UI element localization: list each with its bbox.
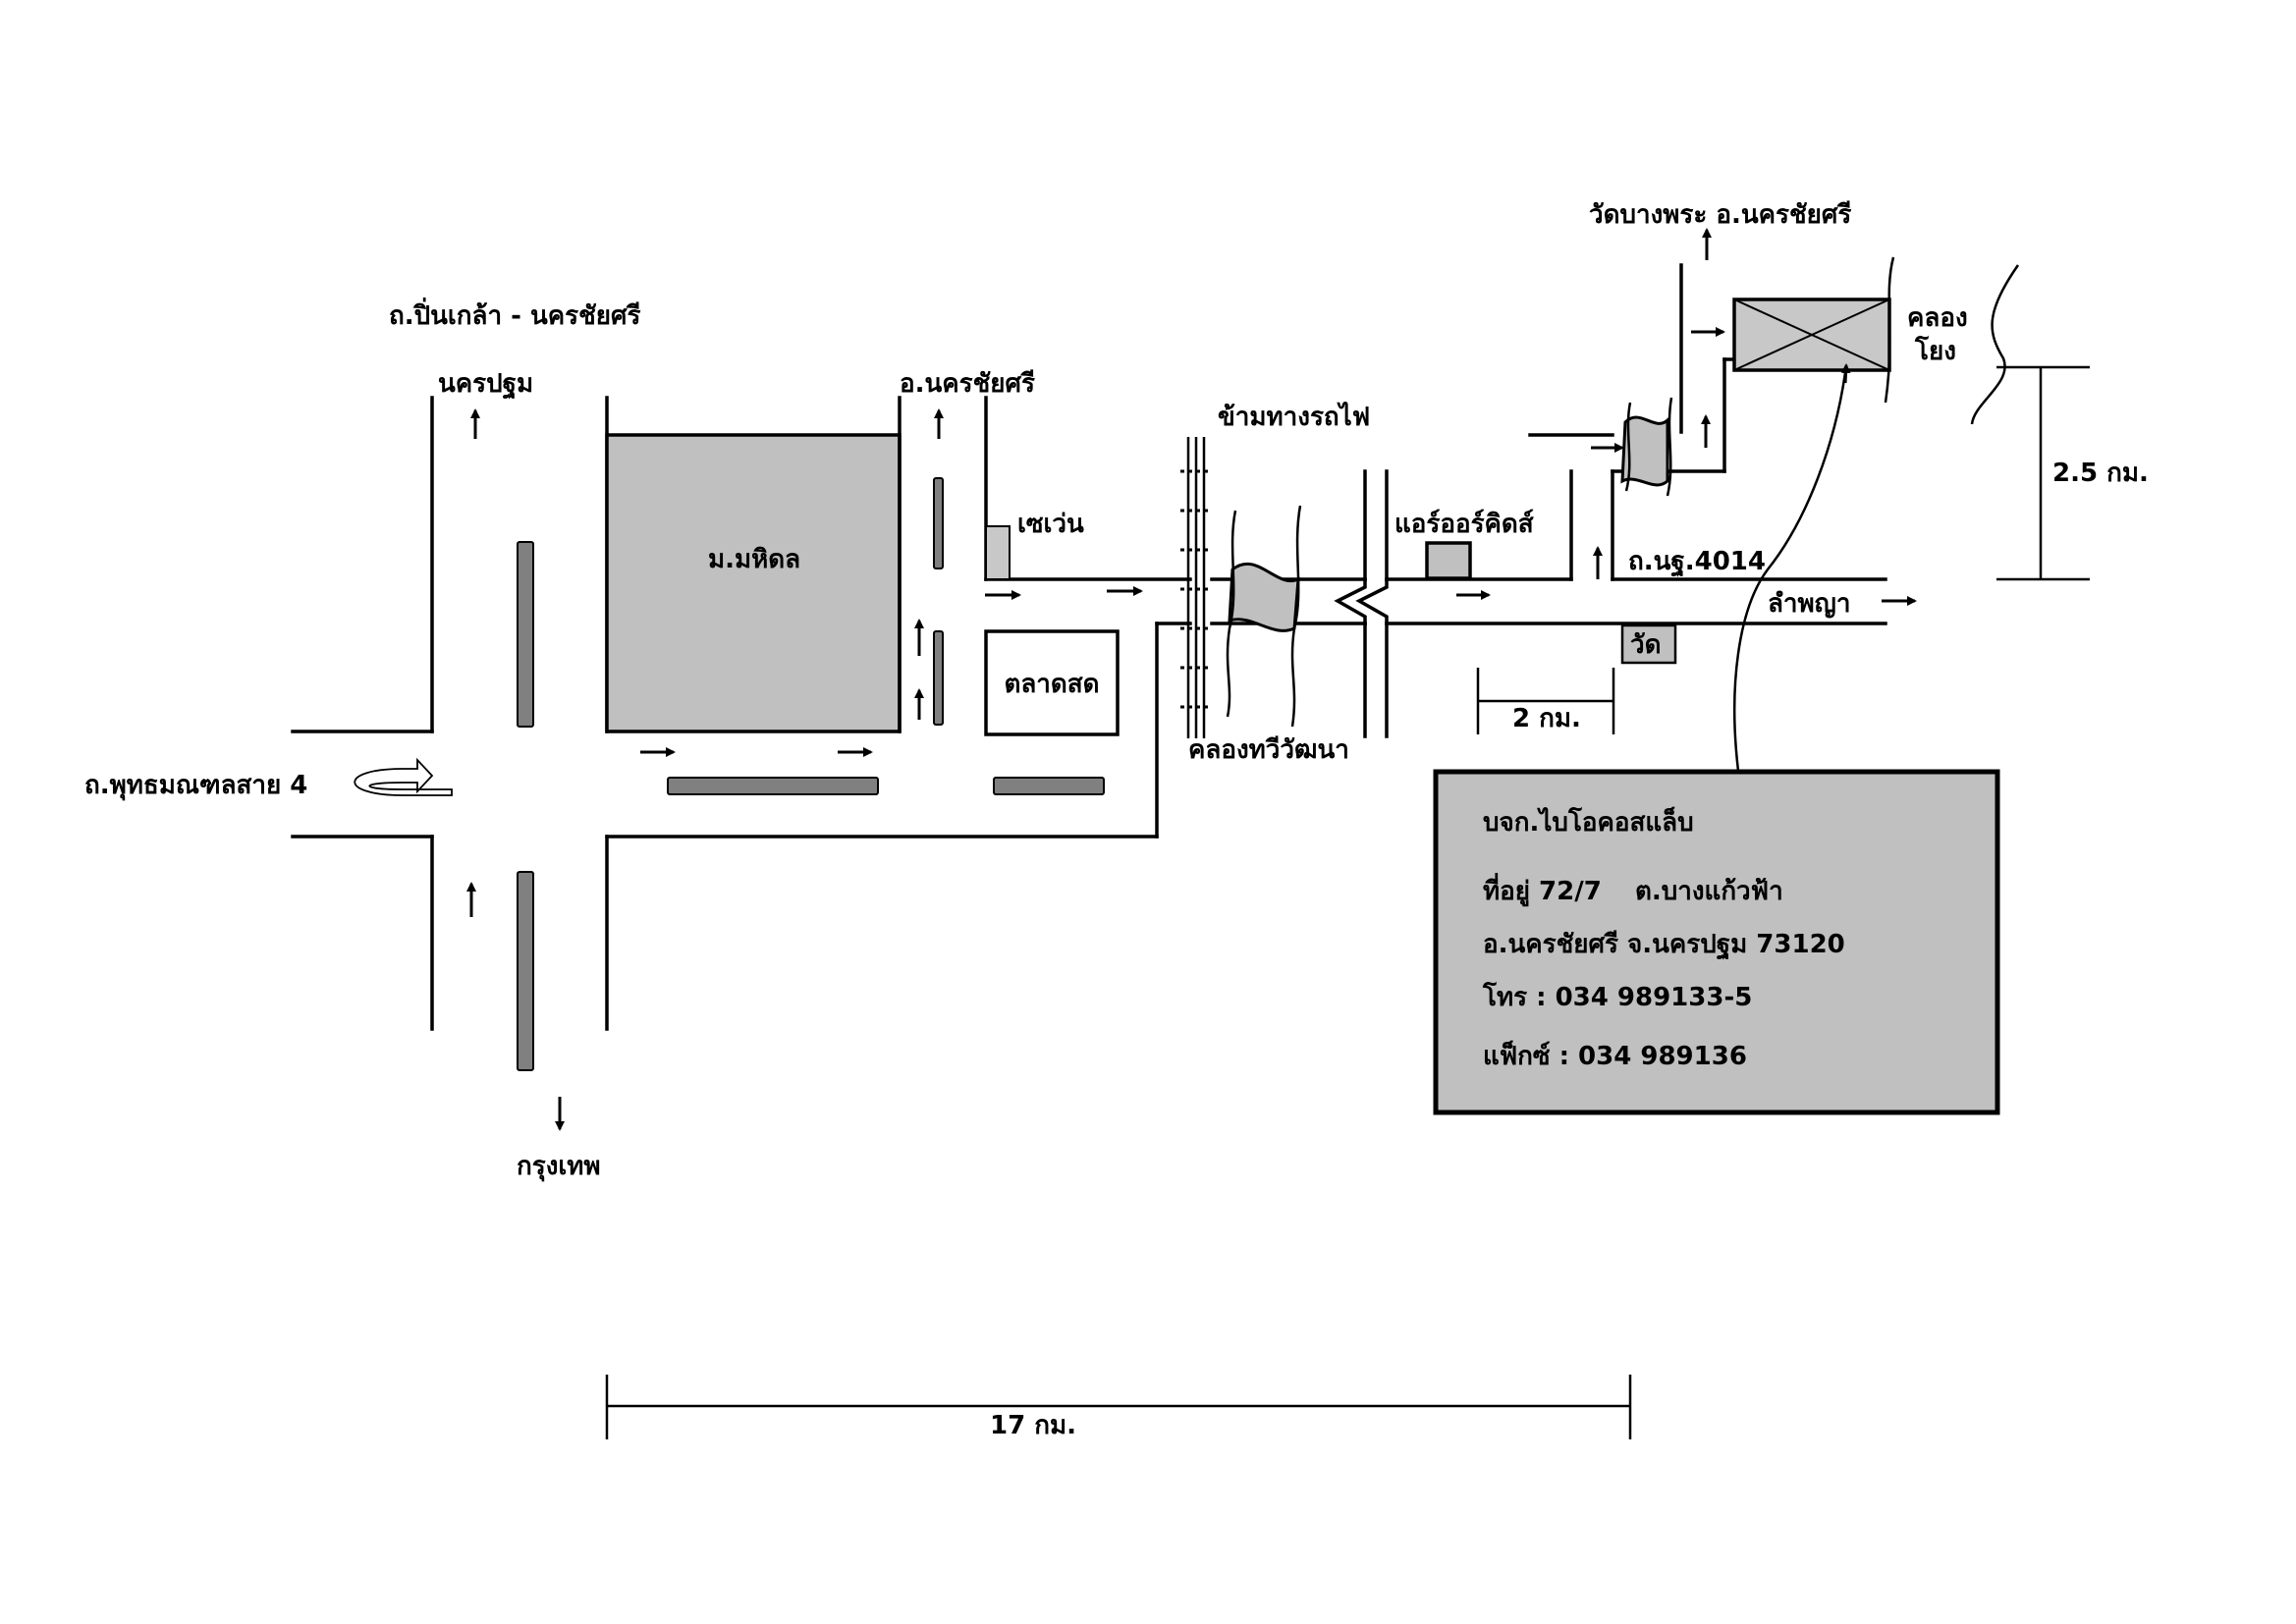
company-name: บจก.ไบโอคอสแล็บ — [1483, 806, 1694, 838]
road-phutthamonthon-label: ถ.พุทธมณฑลสาย 4 — [84, 771, 307, 801]
road-nor-ror-label: ถ.นฐ.4014 — [1628, 547, 1766, 578]
median-side-2 — [933, 630, 944, 726]
bangkok-label: กรุงเทพ — [517, 1152, 601, 1182]
nakhon-pathom-label: นครปฐม — [438, 369, 533, 401]
scale-17km — [605, 1375, 1632, 1439]
khlong-right-bank — [1884, 256, 1895, 404]
pointer-line — [1733, 364, 1848, 772]
railway-crossing-label: ข้ามทางรถไฟ — [1218, 401, 1370, 432]
crossed-box-icon — [1732, 298, 1891, 372]
scale-2km — [1476, 668, 1615, 734]
fax-number: แฟ็กซ์ : 034 989136 — [1483, 1040, 1747, 1071]
wat-bang-phra-label: วัดบางพระ อ.นครชัยศรี — [1589, 200, 1851, 230]
distance-2-5km-label: 2.5 กม. — [2052, 459, 2149, 488]
temple-building — [1620, 623, 1677, 665]
address-district: อ.นครชัยศรี จ.นครปฐม 73120 — [1483, 930, 1845, 961]
median-north — [517, 541, 534, 728]
distance-2km-label: 2 กม. — [1512, 704, 1581, 733]
road-pinklao — [605, 622, 1192, 839]
orchids-building — [1425, 541, 1472, 580]
amphoe-nakhon-chai-si-label: อ.นครชัยศรี — [900, 369, 1035, 399]
direction-arrows — [466, 228, 1917, 1131]
scale-2-5km — [1996, 365, 2090, 581]
fresh-market-label: ตลาดสด — [1004, 670, 1099, 699]
phone-number: โทร : 034 989133-5 — [1482, 981, 1752, 1012]
khlong-yong-label-2: โยง — [1914, 335, 1956, 366]
median-side-1 — [933, 477, 944, 569]
khlong-yong-river — [1970, 264, 2020, 425]
road-pinklao-label: ถ.ปิ่นเกล้า - นครชัยศรี — [389, 297, 640, 331]
temple-label: วัด — [1630, 630, 1661, 660]
fresh-market-block — [984, 629, 1120, 736]
median-south — [517, 871, 534, 1071]
khlong-thawi-watthana — [1226, 505, 1302, 728]
khlong-yong-label-1: คลอง — [1907, 303, 1968, 333]
address-number: ที่อยู่ 72/7 — [1483, 872, 1602, 907]
address-subdistrict: ต.บางแก้วฟ้า — [1635, 877, 1783, 906]
road-phutthamonthon-4 — [291, 396, 609, 1031]
mahidol-label: ม.มหิดล — [708, 545, 800, 574]
median-pinklao — [667, 777, 879, 795]
lam-phaya-label: ลำพญา — [1768, 589, 1850, 619]
seven-eleven-building — [985, 525, 1011, 580]
median-market — [993, 777, 1105, 795]
north-canal-bridge — [1620, 397, 1673, 497]
company-info-box: บจก.ไบโอคอสแล็บ ที่อยู่ 72/7 ต.บางแก้วฟ้… — [1433, 769, 2000, 1115]
mahidol-block — [605, 433, 902, 733]
orchids-label: แอร์ออร์คิดส์ — [1394, 509, 1534, 539]
distance-17km-label: 17 กม. — [990, 1411, 1076, 1440]
pointer-arrowhead — [1840, 363, 1851, 384]
u-turn-icon — [354, 757, 453, 796]
khlong-thawi-watthana-label: คลองทวีวัฒนา — [1188, 735, 1349, 765]
seven-eleven-label: เซเว่น — [1017, 510, 1084, 539]
railway-tracks — [1180, 437, 1212, 738]
